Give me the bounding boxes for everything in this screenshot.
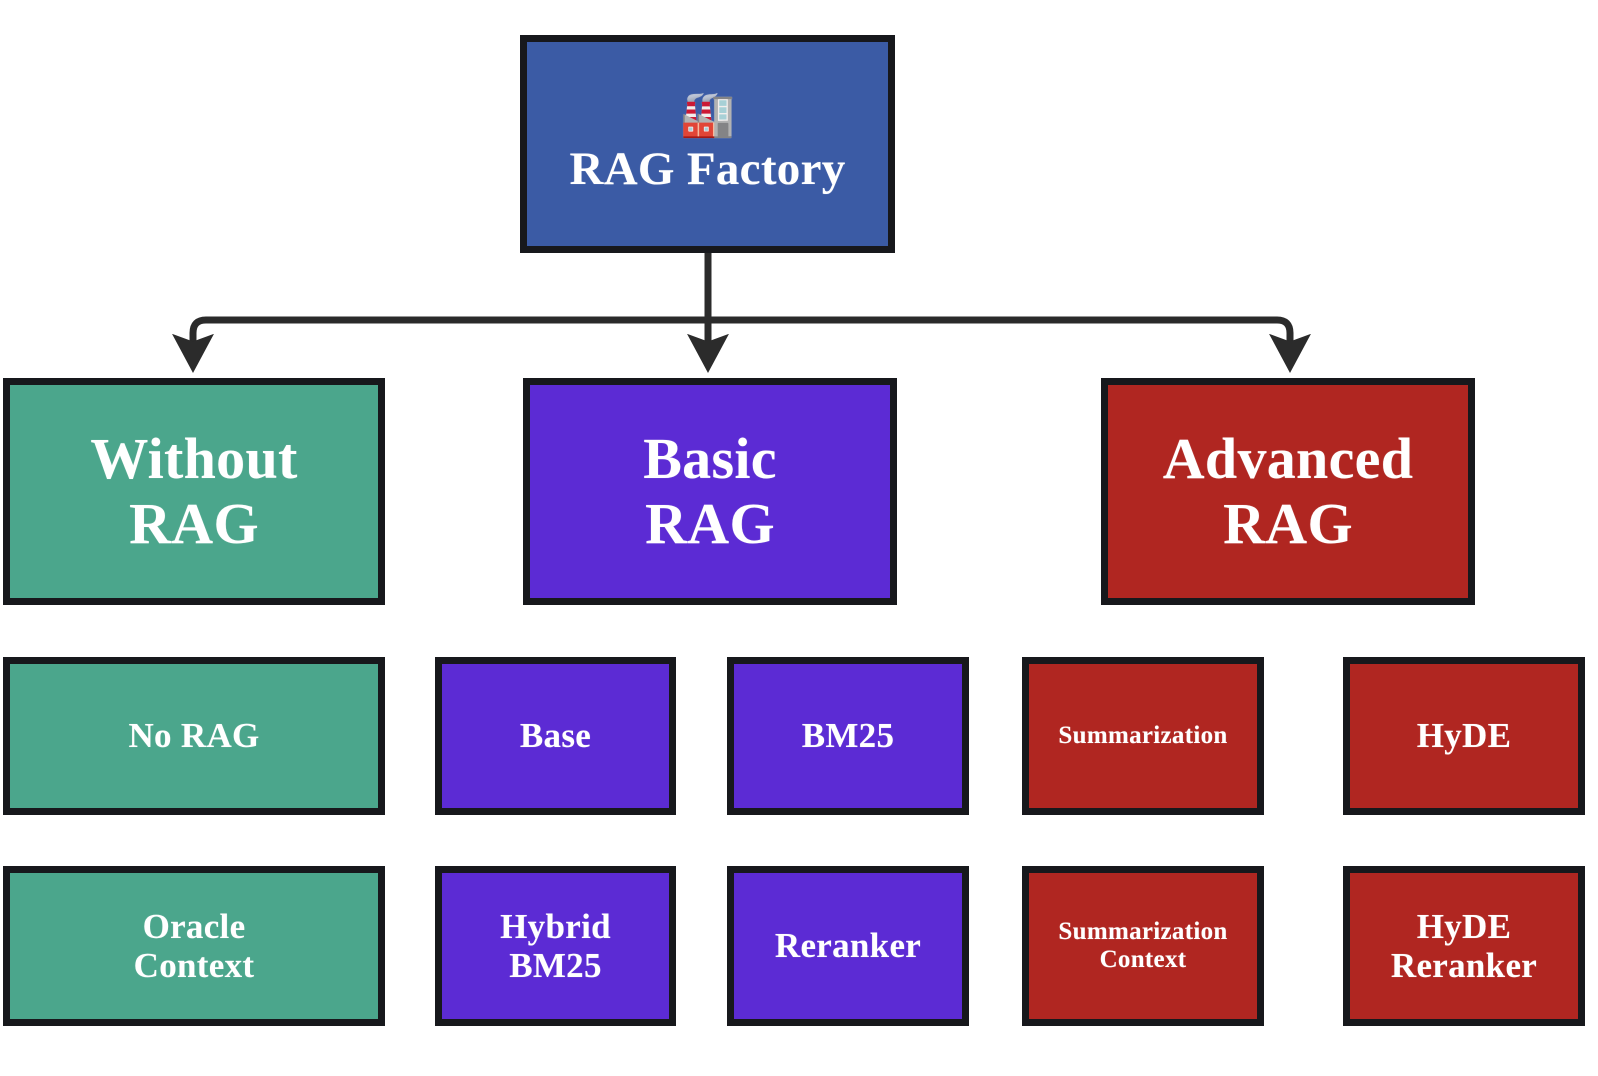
- node-advanced-rag[interactable]: Advanced RAG: [1101, 378, 1475, 605]
- node-without-rag-label-line1: Without: [90, 425, 298, 491]
- node-hyde-reranker-label-line1: HyDE: [1416, 906, 1512, 946]
- node-hybrid-bm25[interactable]: Hybrid BM25: [435, 866, 676, 1026]
- node-basic-rag[interactable]: Basic RAG: [523, 378, 897, 605]
- node-hybrid-bm25-label-line2: BM25: [509, 946, 602, 985]
- node-oracle-context-label-line2: Context: [133, 946, 255, 985]
- node-no-rag-label: No RAG: [128, 716, 260, 756]
- node-base[interactable]: Base: [435, 657, 676, 815]
- node-reranker-label: Reranker: [774, 926, 922, 966]
- node-bm25[interactable]: BM25: [727, 657, 969, 815]
- node-summarization-context-label-line1: Summarization: [1058, 918, 1228, 945]
- node-bm25-label: BM25: [801, 716, 895, 756]
- node-summarization[interactable]: Summarization: [1022, 657, 1264, 815]
- factory-icon: 🏭: [679, 88, 736, 140]
- node-advanced-rag-label-line2: RAG: [1223, 490, 1353, 556]
- node-without-rag-label-line2: RAG: [129, 490, 259, 556]
- node-hyde[interactable]: HyDE: [1343, 657, 1585, 815]
- node-oracle-context[interactable]: Oracle Context: [3, 866, 385, 1026]
- node-basic-rag-label-line2: RAG: [645, 490, 775, 556]
- node-summarization-context-label-line2: Context: [1099, 946, 1187, 973]
- node-reranker[interactable]: Reranker: [727, 866, 969, 1026]
- node-summarization-context[interactable]: Summarization Context: [1022, 866, 1264, 1026]
- node-oracle-context-label-line1: Oracle: [142, 906, 246, 946]
- node-summarization-label: Summarization: [1058, 722, 1228, 749]
- node-hyde-label: HyDE: [1416, 716, 1512, 756]
- node-without-rag[interactable]: Without RAG: [3, 378, 385, 605]
- node-rag-factory-label: RAG Factory: [569, 142, 846, 195]
- node-basic-rag-label-line1: Basic: [643, 425, 777, 491]
- node-no-rag[interactable]: No RAG: [3, 657, 385, 815]
- edge-root-to-without-rag: [172, 316, 708, 374]
- node-hybrid-bm25-label-line1: Hybrid: [500, 906, 611, 946]
- node-advanced-rag-label-line1: Advanced: [1162, 425, 1414, 491]
- edge-root-to-advanced-rag: [708, 316, 1312, 374]
- node-rag-factory[interactable]: 🏭 RAG Factory: [520, 35, 895, 253]
- node-base-label: Base: [519, 716, 592, 756]
- node-hyde-reranker[interactable]: HyDE Reranker: [1343, 866, 1585, 1026]
- node-hyde-reranker-label-line2: Reranker: [1390, 946, 1538, 985]
